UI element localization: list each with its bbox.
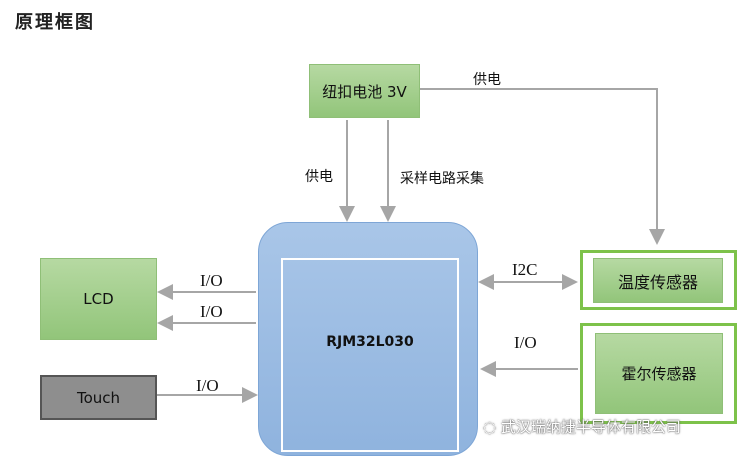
- touch-label: Touch: [76, 388, 121, 407]
- hall-sensor-block: 霍尔传感器: [595, 333, 723, 414]
- label-hall-mcu: I/O: [514, 333, 537, 352]
- label-mcu-lcd-1: I/O: [200, 271, 223, 290]
- mcu-label: RJM32L030: [326, 334, 414, 350]
- temp-sensor-label: 温度传感器: [617, 272, 698, 292]
- label-battery-power: 供电: [305, 169, 333, 185]
- arrow-battery-temp: [420, 88, 665, 245]
- mcu-core-frame: [281, 258, 459, 452]
- lcd-block: LCD: [40, 258, 157, 340]
- page-title: 原理框图: [15, 12, 95, 33]
- watermark-text: 武汉瑞纳捷半导体有限公司: [500, 418, 681, 436]
- label-mcu-temp: I2C: [512, 260, 538, 279]
- lcd-label: LCD: [83, 290, 114, 308]
- hall-sensor-label: 霍尔传感器: [621, 365, 697, 383]
- label-mcu-lcd-2: I/O: [200, 302, 223, 321]
- wechat-icon: ◌: [483, 418, 497, 436]
- label-battery-sample: 采样电路采集: [400, 171, 484, 187]
- mcu-block: [258, 222, 478, 456]
- watermark: ◌ 武汉瑞纳捷半导体有限公司: [483, 416, 681, 437]
- label-touch-mcu: I/O: [196, 376, 219, 395]
- battery-block: 纽扣电池 3V: [309, 64, 420, 118]
- battery-label: 纽扣电池 3V: [322, 82, 407, 101]
- temp-sensor-block: 温度传感器: [593, 258, 723, 303]
- label-battery-to-temp: 供电: [473, 72, 501, 88]
- touch-block: Touch: [40, 375, 157, 420]
